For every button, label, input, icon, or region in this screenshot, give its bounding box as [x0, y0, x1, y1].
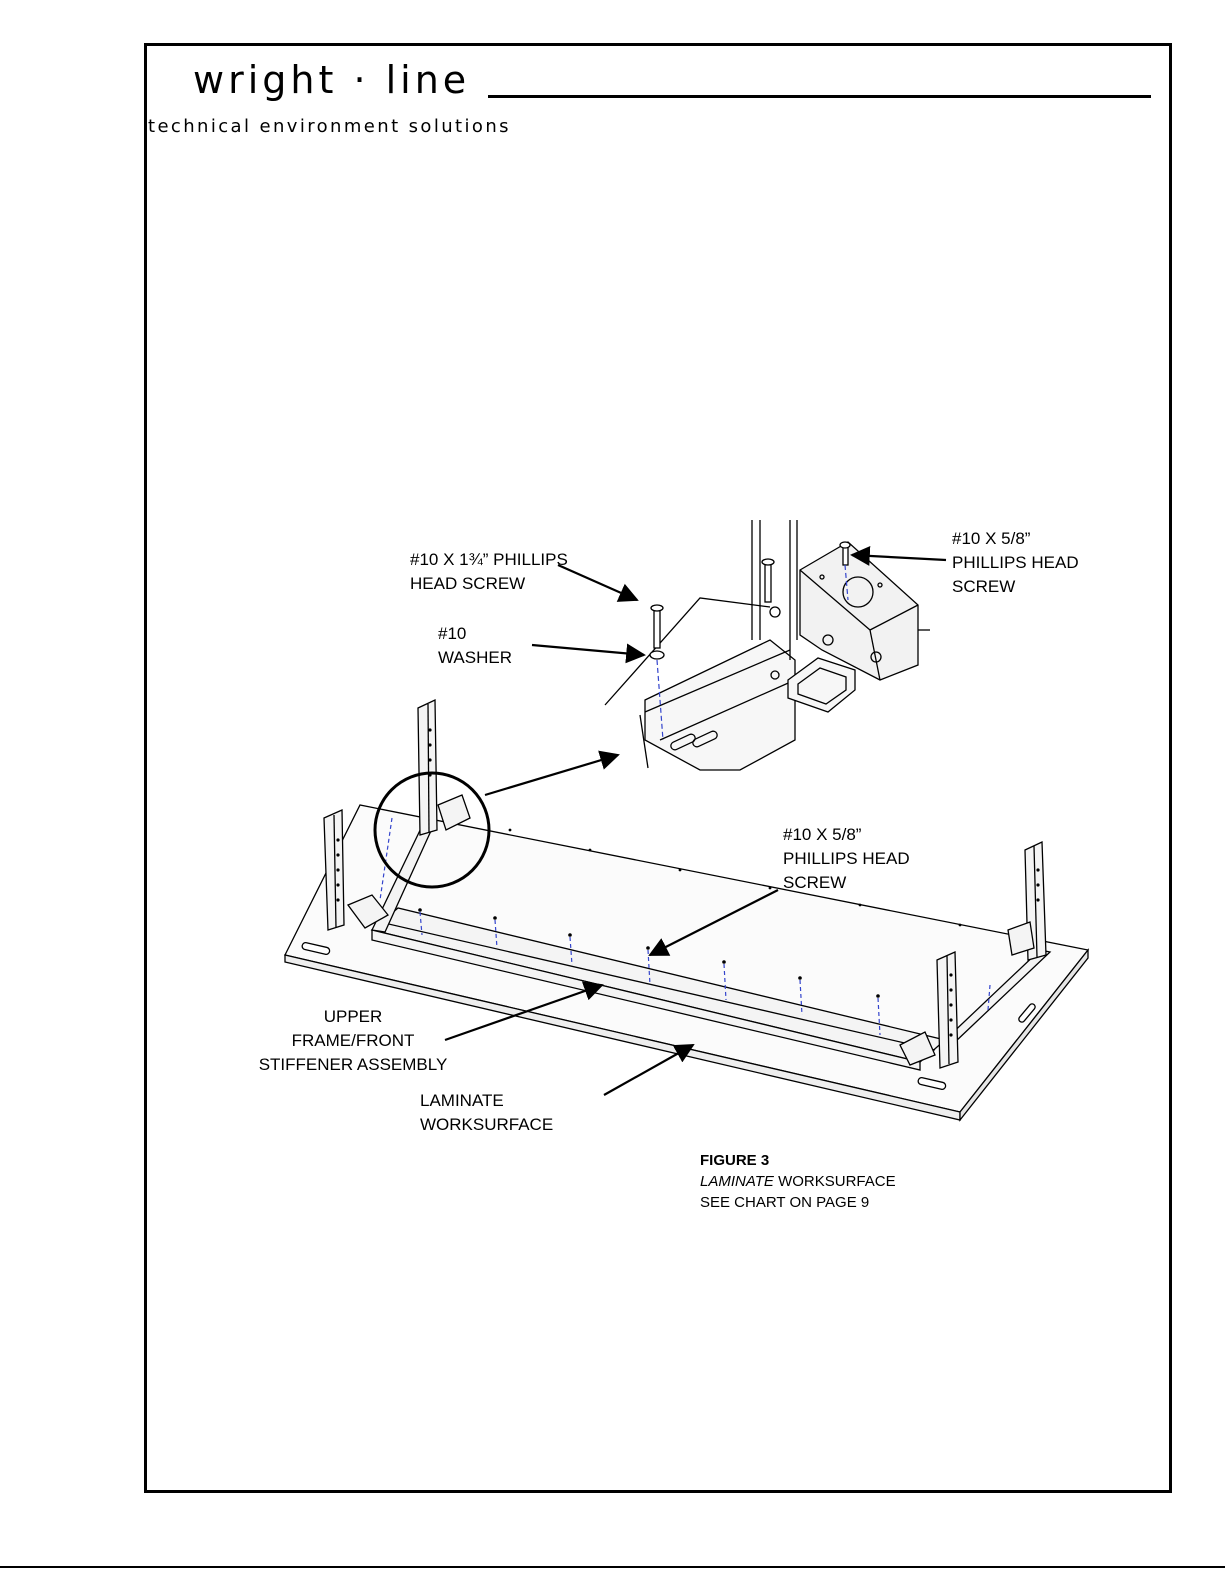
figure-caption: FIGURE 3 LAMINATE WORKSURFACE SEE CHART …: [700, 1150, 896, 1213]
worksurface-arrow: [604, 1045, 693, 1095]
label-upper-frame: UPPER FRAME/FRONT STIFFENER ASSEMBLY: [258, 1005, 448, 1077]
label-screw-long: #10 X 1¾” PHILLIPS HEAD SCREW: [410, 548, 568, 596]
screw-long-arrow: [558, 565, 637, 600]
label-screw-short-mid: #10 X 5/8” PHILLIPS HEAD SCREW: [783, 823, 910, 895]
figure-caption-rest: WORKSURFACE: [774, 1173, 896, 1190]
label-laminate-worksurface: LAMINATE WORKSURFACE: [420, 1089, 553, 1137]
label-screw-short-top: #10 X 5/8” PHILLIPS HEAD SCREW: [952, 527, 1079, 599]
figure-caption-italic: LAMINATE: [700, 1173, 774, 1190]
washer-arrow: [532, 645, 644, 655]
figure-caption-reference: SEE CHART ON PAGE 9: [700, 1192, 896, 1213]
detail-leader-arrow: [485, 755, 618, 795]
figure-number: FIGURE 3: [700, 1152, 769, 1169]
bottom-rule: [0, 1566, 1225, 1568]
label-washer: #10 WASHER: [438, 622, 512, 670]
